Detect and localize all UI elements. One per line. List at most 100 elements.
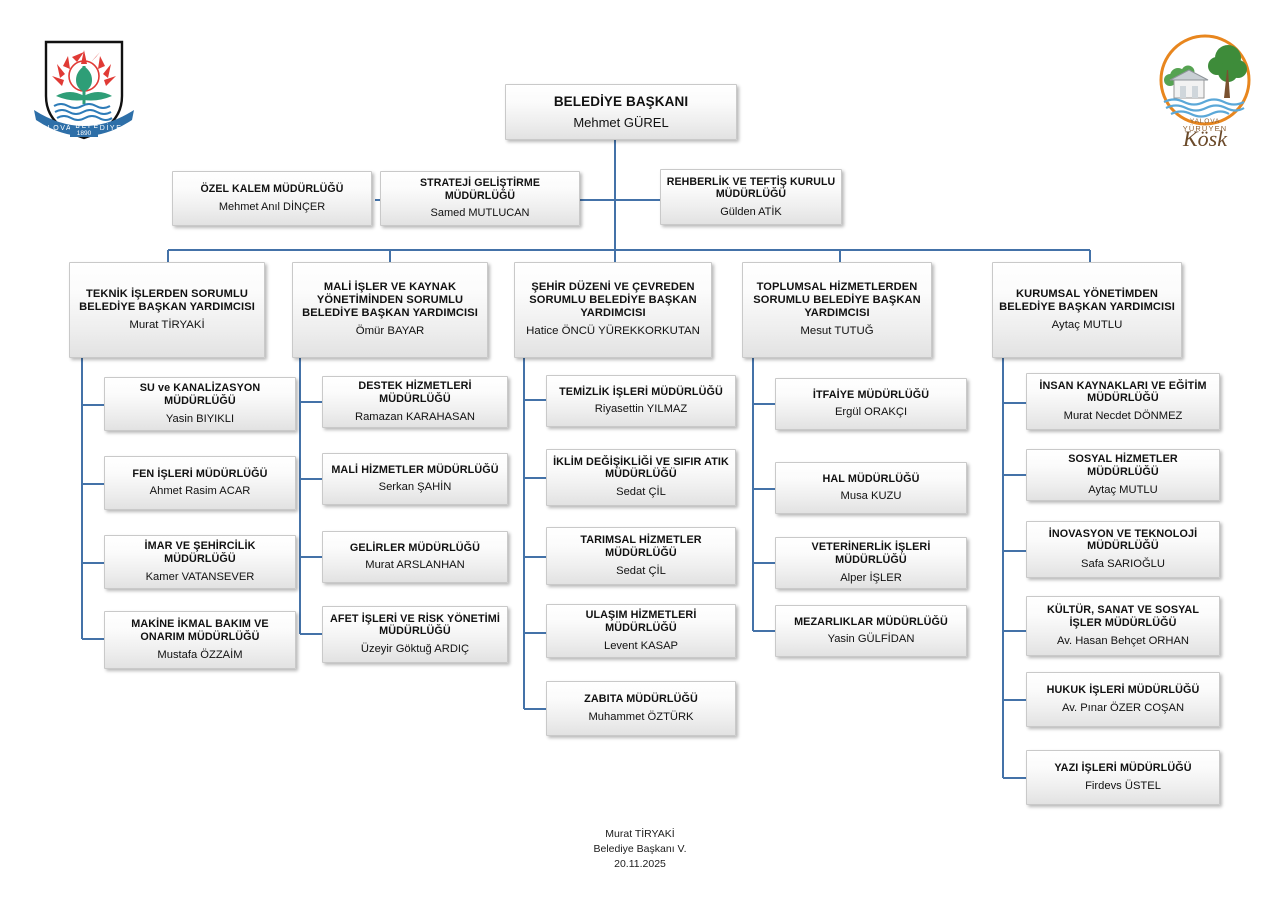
- node-person: Yasin GÜLFİDAN: [827, 633, 915, 646]
- node-su-ve-kanalizasyon-mudurlugu[interactable]: SU ve KANALİZASYON MÜDÜRLÜĞÜ Yasin BIYIK…: [104, 377, 296, 431]
- node-gelirler-mudurlugu[interactable]: GELİRLER MÜDÜRLÜĞÜ Murat ARSLANHAN: [322, 531, 508, 583]
- node-title: İTFAİYE MÜDÜRLÜĞÜ: [812, 388, 930, 401]
- node-insan-kaynaklari-ve-egitim-mudurlugu[interactable]: İNSAN KAYNAKLARI VE EĞİTİM MÜDÜRLÜĞÜ Mur…: [1026, 373, 1220, 430]
- node-person: Aytaç MUTLU: [1051, 318, 1123, 331]
- node-tarimsal-hizmetler-mudurlugu[interactable]: TARIMSAL HİZMETLER MÜDÜRLÜĞÜ Sedat ÇİL: [546, 527, 736, 585]
- node-person: Aytaç MUTLU: [1088, 483, 1158, 496]
- node-itfaiye-mudurlugu[interactable]: İTFAİYE MÜDÜRLÜĞÜ Ergül ORAKÇI: [775, 378, 967, 430]
- node-yazi-isleri-mudurlugu[interactable]: YAZI İŞLERİ MÜDÜRLÜĞÜ Firdevs ÜSTEL: [1026, 750, 1220, 805]
- node-person: Murat Necdet DÖNMEZ: [1063, 410, 1183, 423]
- node-title: YAZI İŞLERİ MÜDÜRLÜĞÜ: [1054, 762, 1192, 775]
- node-person: Ömür BAYAR: [355, 325, 425, 338]
- node-ozel-kalem-mudurlugu[interactable]: ÖZEL KALEM MÜDÜRLÜĞÜ Mehmet Anıl DİNÇER: [172, 171, 372, 226]
- node-title: GELİRLER MÜDÜRLÜĞÜ: [349, 541, 481, 554]
- node-title: SOSYAL HİZMETLER MÜDÜRLÜĞÜ: [1068, 453, 1178, 478]
- footer-signature: Murat TİRYAKİ Belediye Başkanı V. 20.11.…: [540, 827, 740, 873]
- node-person: Hatice ÖNCÜ YÜREKKORKUTAN: [526, 325, 700, 338]
- node-person: Levent KASAP: [603, 639, 678, 652]
- node-person: Av. Hasan Behçet ORHAN: [1056, 634, 1190, 647]
- node-person: Av. Pınar ÖZER COŞAN: [1061, 701, 1185, 714]
- yalova-yuruyen-kosk-logo: YALOVA YÜRÜYEN Köşk: [1144, 22, 1266, 151]
- node-title: TEMİZLİK İŞLERİ MÜDÜRLÜĞÜ: [559, 385, 723, 398]
- node-mezarliklar-mudurlugu[interactable]: MEZARLIKLAR MÜDÜRLÜĞÜ Yasin GÜLFİDAN: [775, 605, 967, 657]
- node-person: Sedat ÇİL: [616, 564, 666, 577]
- node-title: İMAR VE ŞEHİRCİLİK MÜDÜRLÜĞÜ: [144, 540, 256, 565]
- node-title: BELEDİYE BAŞKANI: [553, 93, 689, 109]
- node-destek-hizmetleri-mudurlugu[interactable]: DESTEK HİZMETLERİ MÜDÜRLÜĞÜ Ramazan KARA…: [322, 376, 508, 428]
- node-hukuk-isleri-mudurlugu[interactable]: HUKUK İŞLERİ MÜDÜRLÜĞÜ Av. Pınar ÖZER CO…: [1026, 672, 1220, 727]
- node-person: Murat ARSLANHAN: [365, 559, 465, 572]
- node-person: Mesut TUTUĞ: [800, 325, 874, 338]
- node-title: SU ve KANALİZASYON MÜDÜRLÜĞÜ: [139, 382, 261, 407]
- node-person: Mehmet GÜREL: [573, 114, 669, 130]
- node-person: Serkan ŞAHİN: [378, 481, 452, 494]
- node-person: Firdevs ÜSTEL: [1085, 779, 1161, 792]
- node-title: İNOVASYON VE TEKNOLOJİ MÜDÜRLÜĞÜ: [1048, 527, 1198, 553]
- node-title: İNSAN KAYNAKLARI VE EĞİTİM MÜDÜRLÜĞÜ: [1039, 379, 1207, 405]
- node-temizlik-isleri-mudurlugu[interactable]: TEMİZLİK İŞLERİ MÜDÜRLÜĞÜ Riyasettin YIL…: [546, 375, 736, 427]
- node-sosyal-hizmetler-mudurlugu[interactable]: SOSYAL HİZMETLER MÜDÜRLÜĞÜ Aytaç MUTLU: [1026, 449, 1220, 501]
- svg-text:YALOVA: YALOVA: [1190, 118, 1220, 125]
- svg-text:Köşk: Köşk: [1182, 126, 1228, 146]
- node-title: MALİ HİZMETLER MÜDÜRLÜĞÜ: [331, 463, 499, 476]
- node-title: DESTEK HİZMETLERİ MÜDÜRLÜĞÜ: [358, 380, 472, 405]
- svg-text:YALOVA BELEDİYESİ: YALOVA BELEDİYESİ: [36, 123, 133, 132]
- node-ulasim-hizmetleri-mudurlugu[interactable]: ULAŞIM HİZMETLERİ MÜDÜRLÜĞÜ Levent KASAP: [546, 604, 736, 658]
- footer-date: 20.11.2025: [614, 858, 666, 871]
- node-title: KURUMSAL YÖNETİMDEN BELEDİYE BAŞKAN YARD…: [999, 287, 1175, 313]
- node-strateji-gelistirme-mudurlugu[interactable]: STRATEJİ GELİŞTİRME MÜDÜRLÜĞÜ Samed MUTL…: [380, 171, 580, 226]
- node-baskan-yardimcisi-teknik-isler[interactable]: TEKNİK İŞLERDEN SORUMLU BELEDİYE BAŞKAN …: [69, 262, 265, 358]
- node-afet-isleri-ve-risk-yonetimi-mudurlugu[interactable]: AFET İŞLERİ VE RİSK YÖNETİMİ MÜDÜRLÜĞÜ Ü…: [322, 606, 508, 663]
- node-title: MAKİNE İKMAL BAKIM VE ONARIM MÜDÜRLÜĞÜ: [131, 618, 269, 643]
- footer-role: Belediye Başkanı V.: [593, 843, 687, 856]
- node-rehberlik-ve-teftis-kurulu-mudurlugu[interactable]: REHBERLİK VE TEFTİŞ KURULU MÜDÜRLÜĞÜ Gül…: [660, 169, 842, 225]
- node-title: İKLİM DEĞİŞİKLİĞİ VE SIFIR ATIK MÜDÜRLÜĞ…: [553, 455, 729, 481]
- node-title: AFET İŞLERİ VE RİSK YÖNETİMİ MÜDÜRLÜĞÜ: [330, 612, 500, 638]
- node-title: REHBERLİK VE TEFTİŞ KURULU MÜDÜRLÜĞÜ: [666, 175, 836, 201]
- node-title: VETERİNERLİK İŞLERİ MÜDÜRLÜĞÜ: [811, 541, 931, 566]
- node-person: Riyasettin YILMAZ: [594, 403, 688, 416]
- node-baskan-yardimcisi-sehir-duzeni[interactable]: ŞEHİR DÜZENİ VE ÇEVREDEN SORUMLU BELEDİY…: [514, 262, 712, 358]
- node-title: ZABITA MÜDÜRLÜĞÜ: [584, 693, 698, 706]
- svg-text:YÜRÜYEN: YÜRÜYEN: [1183, 124, 1228, 133]
- node-belediye-baskani[interactable]: BELEDİYE BAŞKANI Mehmet GÜREL: [505, 84, 737, 140]
- node-title: MALİ İŞLER VE KAYNAK YÖNETİMİNDEN SORUML…: [302, 281, 478, 320]
- node-makine-ikmal-bakim-ve-onarim-mudurlugu[interactable]: MAKİNE İKMAL BAKIM VE ONARIM MÜDÜRLÜĞÜ M…: [104, 611, 296, 669]
- node-baskan-yardimcisi-toplumsal-hizmetler[interactable]: TOPLUMSAL HİZMETLERDEN SORUMLU BELEDİYE …: [742, 262, 932, 358]
- node-mali-hizmetler-mudurlugu[interactable]: MALİ HİZMETLER MÜDÜRLÜĞÜ Serkan ŞAHİN: [322, 453, 508, 505]
- node-title: KÜLTÜR, SANAT VE SOSYAL İŞLER MÜDÜRLÜĞÜ: [1046, 604, 1200, 629]
- node-title: TEKNİK İŞLERDEN SORUMLU BELEDİYE BAŞKAN …: [79, 287, 255, 313]
- node-baskan-yardimcisi-kurumsal-yonetim[interactable]: KURUMSAL YÖNETİMDEN BELEDİYE BAŞKAN YARD…: [992, 262, 1182, 358]
- node-person: Samed MUTLUCAN: [430, 207, 530, 220]
- node-veterinerlik-isleri-mudurlugu[interactable]: VETERİNERLİK İŞLERİ MÜDÜRLÜĞÜ Alper İŞLE…: [775, 537, 967, 589]
- node-title: TARIMSAL HİZMETLER MÜDÜRLÜĞÜ: [580, 534, 702, 559]
- node-hal-mudurlugu[interactable]: HAL MÜDÜRLÜĞÜ Musa KUZU: [775, 462, 967, 514]
- node-zabita-mudurlugu[interactable]: ZABITA MÜDÜRLÜĞÜ Muhammet ÖZTÜRK: [546, 681, 736, 736]
- node-inovasyon-ve-teknoloji-mudurlugu[interactable]: İNOVASYON VE TEKNOLOJİ MÜDÜRLÜĞÜ Safa SA…: [1026, 521, 1220, 578]
- node-person: Mustafa ÖZZAİM: [157, 648, 243, 661]
- node-imar-ve-sehircilik-mudurlugu[interactable]: İMAR VE ŞEHİRCİLİK MÜDÜRLÜĞÜ Kamer VATAN…: [104, 535, 296, 589]
- node-fen-isleri-mudurlugu[interactable]: FEN İŞLERİ MÜDÜRLÜĞÜ Ahmet Rasim ACAR: [104, 456, 296, 510]
- node-title: ÖZEL KALEM MÜDÜRLÜĞÜ: [200, 183, 344, 196]
- node-person: Muhammet ÖZTÜRK: [588, 710, 694, 723]
- node-baskan-yardimcisi-mali-isler[interactable]: MALİ İŞLER VE KAYNAK YÖNETİMİNDEN SORUML…: [292, 262, 488, 358]
- node-person: Ahmet Rasim ACAR: [149, 485, 251, 498]
- node-person: Kamer VATANSEVER: [145, 570, 255, 583]
- node-kultur-sanat-ve-sosyal-isler-mudurlugu[interactable]: KÜLTÜR, SANAT VE SOSYAL İŞLER MÜDÜRLÜĞÜ …: [1026, 596, 1220, 656]
- node-person: Yasin BIYIKLI: [165, 412, 235, 425]
- node-title: TOPLUMSAL HİZMETLERDEN SORUMLU BELEDİYE …: [753, 281, 921, 320]
- node-person: Murat TİRYAKİ: [129, 318, 205, 331]
- node-title: FEN İŞLERİ MÜDÜRLÜĞÜ: [132, 467, 268, 480]
- node-title: HUKUK İŞLERİ MÜDÜRLÜĞÜ: [1046, 684, 1200, 697]
- node-title: MEZARLIKLAR MÜDÜRLÜĞÜ: [794, 615, 948, 628]
- node-person: Safa SARIOĞLU: [1081, 558, 1165, 571]
- node-iklim-degisikligi-ve-sifir-atik-mudurlugu[interactable]: İKLİM DEĞİŞİKLİĞİ VE SIFIR ATIK MÜDÜRLÜĞ…: [546, 449, 736, 506]
- node-person: Alper İŞLER: [840, 571, 902, 584]
- node-title: ŞEHİR DÜZENİ VE ÇEVREDEN SORUMLU BELEDİY…: [529, 281, 697, 320]
- node-title: STRATEJİ GELİŞTİRME MÜDÜRLÜĞÜ: [419, 177, 540, 202]
- node-person: Gülden ATİK: [720, 205, 782, 218]
- node-title: ULAŞIM HİZMETLERİ MÜDÜRLÜĞÜ: [585, 609, 697, 634]
- node-person: Ergül ORAKÇI: [834, 406, 908, 419]
- node-person: Mehmet Anıl DİNÇER: [218, 200, 326, 213]
